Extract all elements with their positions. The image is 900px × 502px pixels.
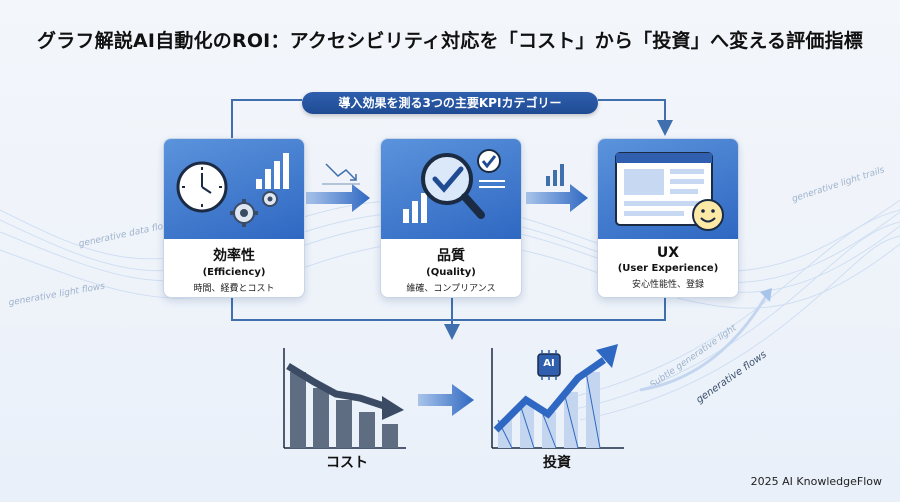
magnifier-check-icon <box>403 149 505 223</box>
card-subtitle: (User Experience) <box>617 263 719 274</box>
card-subtitle: (Quality) <box>426 267 476 278</box>
card-description: 時間、経費とコスト <box>193 284 275 294</box>
card-description: 維確、コンプリアンス <box>406 284 496 294</box>
ai-chip-label: AI <box>543 358 555 369</box>
card-subtitle: (Efficiency) <box>202 267 266 278</box>
kpi-card-ux: UX (User Experience) 安心性能性、登録 <box>597 138 739 298</box>
card-description: 安心性能性、登録 <box>631 280 704 290</box>
footer-credit: 2025 AI KnowledgeFlow <box>750 475 882 488</box>
card-title: 効率性 <box>213 248 255 264</box>
arrow-right <box>306 184 370 212</box>
kpi-card-efficiency: 効率性 (Efficiency) 時間、経費とコスト <box>163 138 305 298</box>
kpi-category-label: 導入効果を測る3つの主要KPIカテゴリー <box>302 92 598 114</box>
investment-label: 投資 <box>543 455 571 471</box>
cost-label: コスト <box>326 455 368 471</box>
card-image <box>381 139 521 239</box>
clock-gear-icon <box>176 153 289 227</box>
arrow-right <box>526 184 588 212</box>
card-image <box>598 139 738 239</box>
kpi-card-quality: 品質 (Quality) 維確、コンプリアンス <box>380 138 522 298</box>
browser-smile-icon <box>615 152 724 231</box>
card-title: 品質 <box>437 248 465 264</box>
card-title: UX <box>656 245 680 261</box>
page-title: グラフ解説AI自動化のROI：アクセシビリティ対応を「コスト」から「投資」へ変え… <box>37 30 863 52</box>
card-image <box>164 139 304 239</box>
arrow-right <box>418 384 474 416</box>
